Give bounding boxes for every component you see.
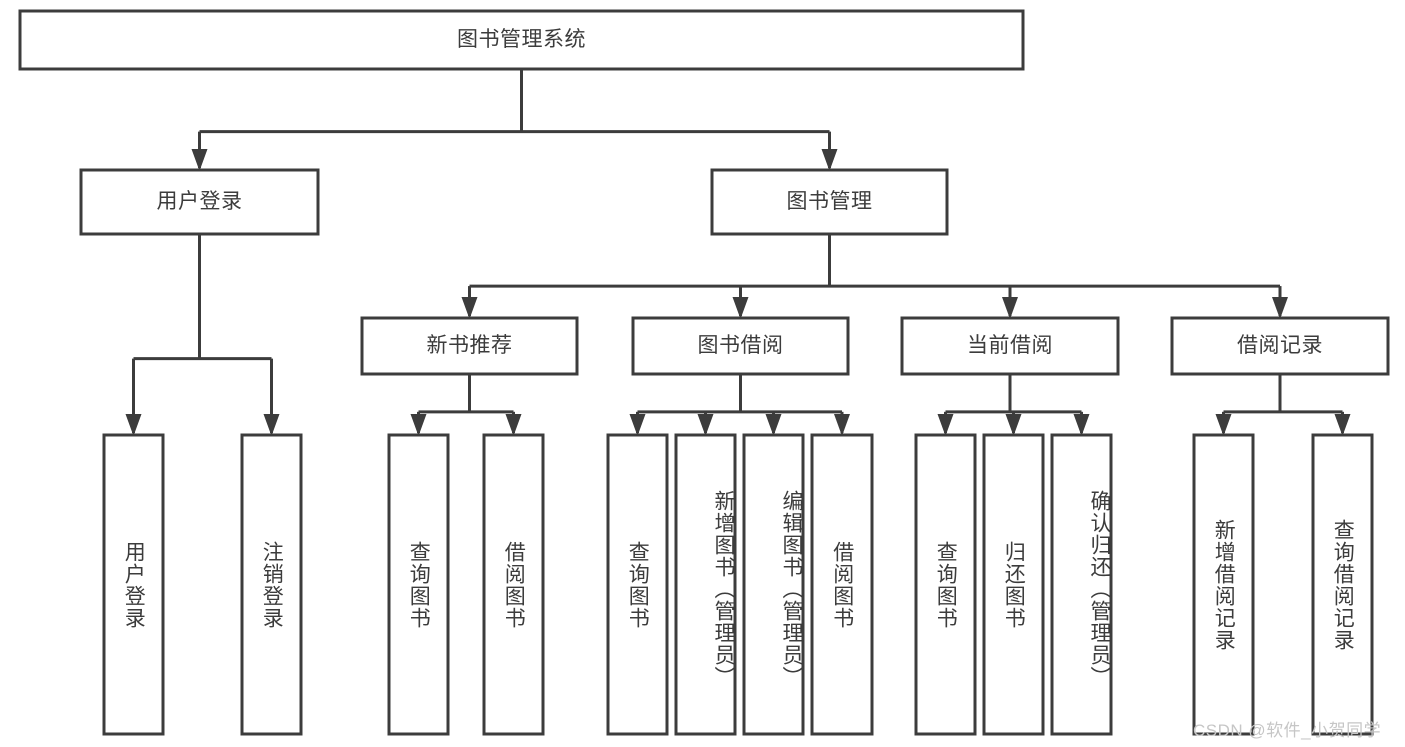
arrow-head [1272, 297, 1288, 319]
node-box-l-new-query[interactable] [387, 433, 450, 736]
node-box-n-borrow[interactable] [631, 316, 850, 376]
node-box-l-c-query[interactable] [914, 433, 977, 736]
node-box-root[interactable] [18, 9, 1025, 71]
arrow-head [1334, 414, 1351, 436]
arrow-head [461, 297, 478, 319]
node-box-n-book-mgmt[interactable] [710, 168, 949, 236]
arrow-head [505, 414, 522, 436]
arrow-head [697, 414, 714, 436]
arrow-head [732, 297, 749, 319]
node-box-n-current[interactable] [900, 316, 1120, 376]
arrow-head [1002, 297, 1018, 319]
arrow-head [191, 149, 208, 171]
arrow-head [821, 149, 838, 171]
arrow-head [125, 414, 142, 436]
node-box-l-r-query[interactable] [1311, 433, 1374, 736]
boxes-layer [18, 9, 1390, 736]
arrow-head [1215, 414, 1232, 436]
node-box-n-new-rec[interactable] [360, 316, 579, 376]
node-box-l-c-confirm[interactable] [1050, 433, 1113, 736]
arrow-head [834, 414, 850, 436]
arrow-head [263, 414, 280, 436]
edges-layer [125, 69, 1351, 436]
node-box-l-b-borrow[interactable] [810, 433, 874, 736]
arrow-head [937, 414, 954, 436]
node-box-l-b-edit[interactable] [742, 433, 805, 736]
arrow-head [765, 414, 782, 436]
node-box-l-user-logout[interactable] [240, 433, 303, 736]
arrow-head [410, 414, 427, 436]
arrow-head [1005, 414, 1022, 436]
node-box-l-c-return[interactable] [982, 433, 1045, 736]
node-box-l-b-query[interactable] [606, 433, 669, 736]
arrow-head [1073, 414, 1090, 436]
node-box-l-r-add[interactable] [1192, 433, 1255, 736]
arrow-head [629, 414, 646, 436]
node-box-n-user-login[interactable] [79, 168, 320, 236]
node-box-n-records[interactable] [1170, 316, 1390, 376]
node-box-l-user-login[interactable] [102, 433, 165, 736]
node-box-l-new-borrow[interactable] [482, 433, 545, 736]
node-box-l-b-add[interactable] [674, 433, 737, 736]
